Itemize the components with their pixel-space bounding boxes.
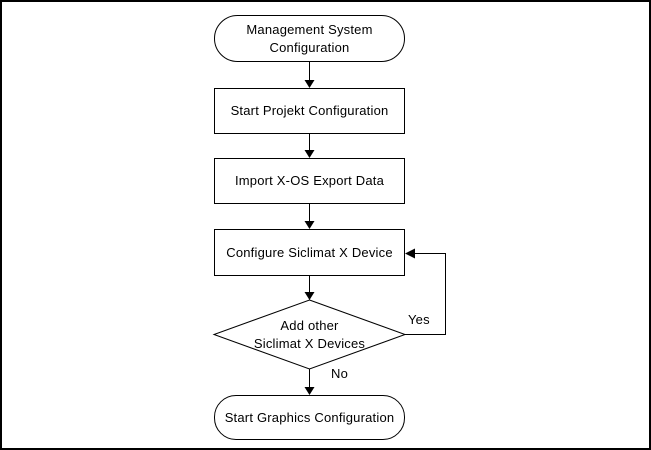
arrow-process3-to-decision <box>304 276 315 300</box>
node-start-terminator-label: Management System Configuration <box>246 21 373 55</box>
edge-label-no: No <box>331 366 349 381</box>
edge-label-yes: Yes <box>408 312 430 327</box>
arrow-decision-no-to-end <box>304 369 315 395</box>
node-process-configure-device: Configure Siclimat X Device <box>214 229 405 276</box>
node-decision-label: Add other Siclimat X Devices <box>253 317 366 351</box>
arrow-decision-yes-loop <box>405 248 446 335</box>
node-process-1-label: Start Projekt Configuration <box>230 103 389 118</box>
node-process-2-label: Import X-OS Export Data <box>234 173 385 188</box>
arrow-process2-to-process3 <box>304 204 315 229</box>
node-decision-add-other-devices: Add other Siclimat X Devices <box>219 308 400 361</box>
node-process-start-projekt-configuration: Start Projekt Configuration <box>214 88 405 134</box>
decision-diamond-shape <box>212 299 407 370</box>
node-end-terminator: Start Graphics Configuration <box>214 395 405 440</box>
node-start-terminator: Management System Configuration <box>214 15 405 62</box>
arrow-process1-to-process2 <box>304 134 315 158</box>
node-end-terminator-label: Start Graphics Configuration <box>224 409 395 425</box>
node-process-3-label: Configure Siclimat X Device <box>226 244 393 260</box>
node-process-import-export-data: Import X-OS Export Data <box>214 158 405 204</box>
arrow-start-to-process1 <box>304 62 315 88</box>
